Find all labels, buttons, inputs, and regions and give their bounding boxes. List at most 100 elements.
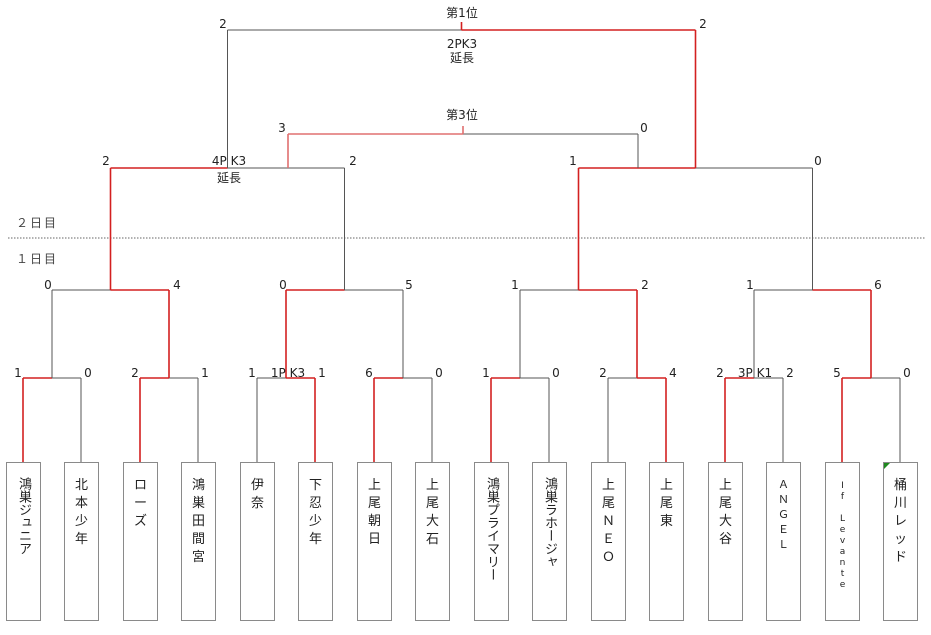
- r1-m5-left-score: 1: [482, 366, 490, 380]
- team-char: Ｏ: [601, 550, 615, 565]
- team-char: ロ: [133, 478, 147, 493]
- semi2-right-score: 0: [814, 154, 822, 168]
- team-box: 鴻巣ラホージャ: [532, 462, 567, 621]
- team-name: 鴻巣ジュニア: [16, 477, 31, 555]
- team-char: ズ: [133, 514, 147, 529]
- team-char: v: [839, 536, 846, 546]
- team-char: 尾: [718, 496, 732, 511]
- team-char: ッ: [893, 532, 907, 547]
- flag-icon: [884, 463, 890, 469]
- team-char: 上: [659, 478, 673, 493]
- qf2-right-score: 5: [405, 278, 413, 292]
- team-box: 下忍少年下忍少年: [298, 462, 333, 621]
- qf2-left-score: 0: [279, 278, 287, 292]
- team-box: 鴻巣ジュニア: [6, 462, 41, 621]
- team-char: 年: [308, 532, 322, 547]
- team-char: f: [840, 492, 845, 502]
- team-char: Ｌ: [778, 538, 789, 551]
- team-char: 伊: [250, 478, 264, 493]
- third-title: 第3位: [446, 108, 478, 122]
- r1-m6-right-score: 4: [669, 366, 677, 380]
- r1-m2-right-score: 1: [201, 366, 209, 380]
- final-left-score: 2: [219, 17, 227, 31]
- r1-m7-right-score: 2: [786, 366, 794, 380]
- r1-m3-pk: 1P K3: [270, 366, 306, 380]
- team-char: I: [841, 481, 844, 491]
- team-char: レ: [893, 514, 907, 529]
- team-char: 巣: [191, 496, 205, 511]
- qf4-right-score: 6: [874, 278, 882, 292]
- final-title: 第1位: [446, 6, 478, 20]
- r1-m3-left-score: 1: [248, 366, 256, 380]
- r1-m4-right-score: 0: [435, 366, 443, 380]
- team-char: 大: [425, 514, 439, 529]
- team-char: 上: [425, 478, 439, 493]
- team-char: 奈: [250, 496, 264, 511]
- qf1-right-score: 4: [173, 278, 181, 292]
- team-char: 少: [74, 514, 88, 529]
- team-char: Ｎ: [601, 514, 615, 529]
- team-char: 上: [601, 478, 615, 493]
- team-char: 忍: [308, 496, 322, 511]
- team-box: 伊奈伊奈: [240, 462, 275, 621]
- r1-m6-left-score: 2: [599, 366, 607, 380]
- team-char: 尾: [601, 496, 615, 511]
- semi1-note: 延長: [216, 171, 242, 185]
- r1-m3-right-score: 1: [318, 366, 326, 380]
- team-char: 東: [659, 514, 673, 529]
- team-name: 鴻巣プライマリー: [484, 477, 499, 581]
- team-char: n: [839, 558, 846, 568]
- team-box: ローズローズ: [123, 462, 158, 621]
- team-char: 間: [191, 532, 205, 547]
- third-right-score: 0: [640, 121, 648, 135]
- team-char: Ｅ: [778, 523, 789, 536]
- r1-m1-right-score: 0: [84, 366, 92, 380]
- team-box: ＡＮＧＥＬＡＮＧＥＬ: [766, 462, 801, 621]
- team-char: 上: [367, 478, 381, 493]
- team-char: 桶: [893, 478, 907, 493]
- team-char: Ｅ: [601, 532, 615, 547]
- team-char: a: [839, 547, 846, 557]
- team-char: 大: [718, 514, 732, 529]
- team-char: 年: [74, 532, 88, 547]
- team-char: 少: [308, 514, 322, 529]
- r1-m1-left-score: 1: [14, 366, 22, 380]
- team-char: 尾: [425, 496, 439, 511]
- team-char: 上: [718, 478, 732, 493]
- qf4-left-score: 1: [746, 278, 754, 292]
- semi1-pk: 4P K3: [211, 154, 247, 168]
- day1-label: １日目: [16, 252, 59, 266]
- r1-m8-right-score: 0: [903, 366, 911, 380]
- semi2-left-score: 1: [569, 154, 577, 168]
- team-char: 川: [893, 496, 907, 511]
- team-char: L: [839, 514, 845, 524]
- r1-m2-left-score: 2: [131, 366, 139, 380]
- team-box: 鴻巣田間宮鴻巣田間宮: [181, 462, 216, 621]
- semi1-right-score: 2: [349, 154, 357, 168]
- r1-m7-pk: 3P K1: [737, 366, 773, 380]
- day2-label: ２日目: [16, 216, 59, 230]
- team-char: ー: [133, 496, 147, 511]
- team-box: 上尾ＮＥＯ上尾ＮＥＯ: [591, 462, 626, 621]
- team-char: 谷: [718, 532, 732, 547]
- qf3-right-score: 2: [641, 278, 649, 292]
- team-char: 下: [308, 478, 322, 493]
- team-char: 本: [74, 496, 88, 511]
- team-char: ド: [893, 550, 907, 565]
- team-box: 桶川レッド桶川レッド: [883, 462, 918, 621]
- r1-m4-left-score: 6: [365, 366, 373, 380]
- team-box: 上尾大石上尾大石: [415, 462, 450, 621]
- team-char: 日: [367, 532, 381, 547]
- team-char: 宮: [191, 550, 205, 565]
- team-name: 鴻巣ラホージャ: [542, 477, 557, 568]
- r1-m7-left-score: 2: [716, 366, 724, 380]
- qf1-left-score: 0: [44, 278, 52, 292]
- team-char: t: [840, 569, 845, 579]
- team-char: 朝: [367, 514, 381, 529]
- team-box: 上尾朝日上尾朝日: [357, 462, 392, 621]
- team-char: 石: [425, 532, 439, 547]
- qf3-left-score: 1: [511, 278, 519, 292]
- team-char: 鴻: [191, 478, 205, 493]
